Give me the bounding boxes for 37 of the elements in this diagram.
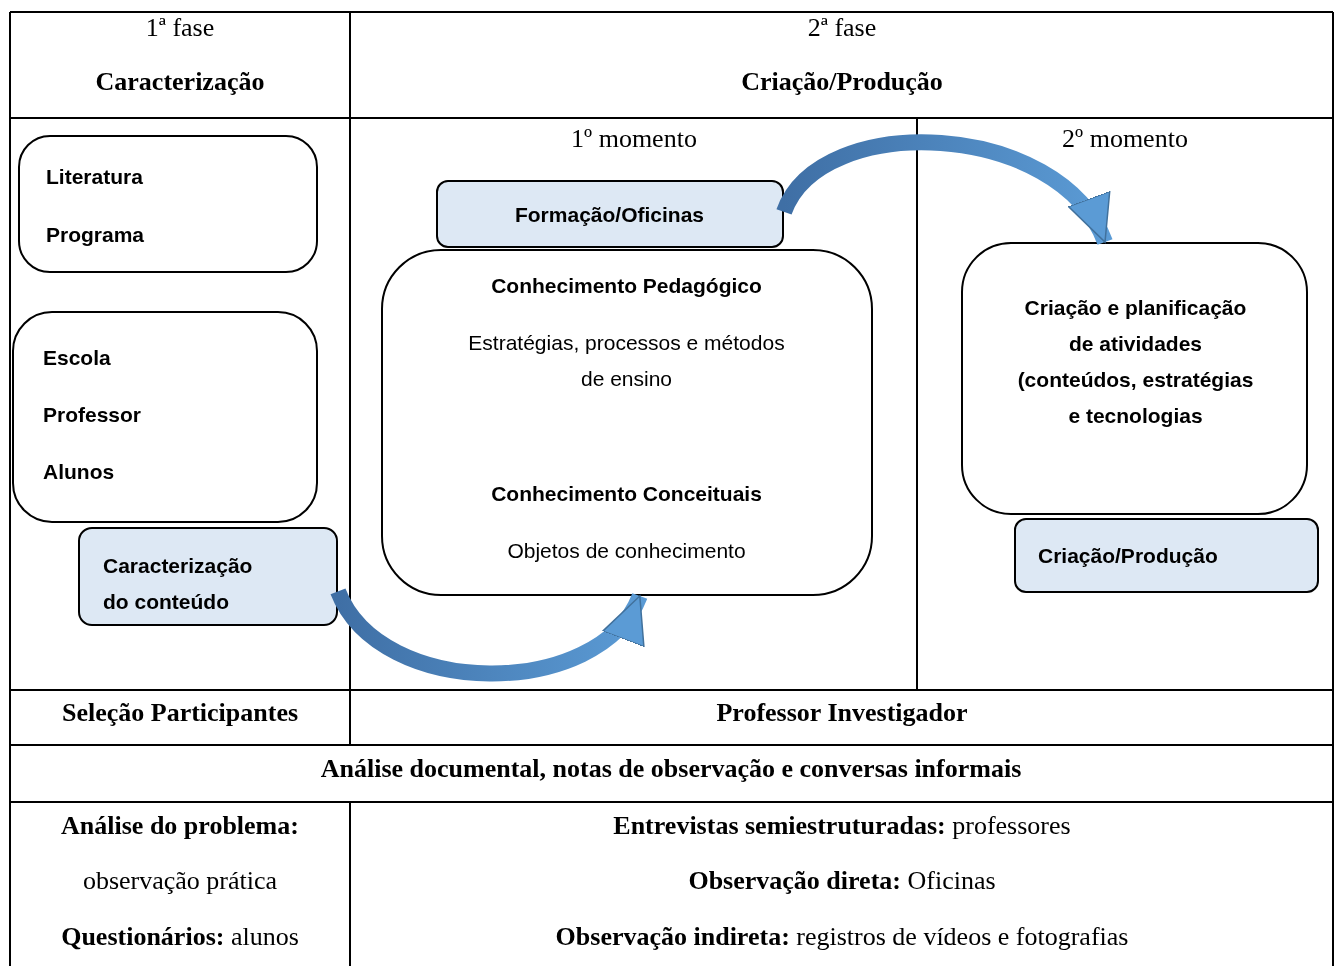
stage-heading: 1º momento <box>571 124 697 154</box>
rounded-box <box>12 311 318 523</box>
process-box <box>436 180 784 248</box>
node-title: Escola <box>43 345 112 371</box>
method-text: Observação indireta: registros de vídeos e fotografias <box>555 922 1129 952</box>
phase-heading: 2ª fase <box>807 13 877 43</box>
method-text: observação prática <box>82 866 278 896</box>
node-title: Professor <box>43 402 143 428</box>
column-heading: Caracterização <box>95 67 265 97</box>
rounded-box <box>381 249 873 596</box>
column-heading: Criação/Produção <box>741 67 943 97</box>
curved-arrow <box>331 587 647 682</box>
node-text: Objetos de conhecimento <box>506 538 747 564</box>
row-heading: Seleção Participantes <box>61 698 299 728</box>
node-text: Estratégias, processos e métodos de ensino <box>467 330 786 392</box>
method-text: Questionários: alunos <box>61 922 299 952</box>
process-box <box>78 527 338 626</box>
method-text: Análise do problema: <box>61 811 299 841</box>
node-title: Literatura <box>46 164 144 190</box>
node-title: Caracterização do conteúdo <box>103 553 254 615</box>
rounded-box <box>18 135 318 273</box>
row-heading: Análise documental, notas de observação e conversas informais <box>320 754 1022 784</box>
stage-heading: 2º momento <box>1062 124 1188 154</box>
node-title: Criação/Produção <box>1038 543 1219 569</box>
node-title: Conhecimento Conceituais <box>490 481 763 507</box>
row-heading: Professor Investigador <box>716 698 968 728</box>
node-title: Alunos <box>43 459 116 485</box>
method-text: Observação direta: Oficinas <box>688 866 996 896</box>
method-text: Entrevistas semiestruturadas: professores <box>613 811 1071 841</box>
rounded-box <box>961 242 1308 515</box>
node-title: Programa <box>46 222 146 248</box>
phase-heading: 1ª fase <box>145 13 215 43</box>
node-title: Conhecimento Pedagógico <box>490 273 763 299</box>
process-box <box>1014 518 1319 593</box>
curved-arrow <box>777 134 1113 246</box>
node-title: Formação/Oficinas <box>513 202 706 228</box>
node-title: Criação e planificação de atividades (conteúdos, estratégias e tecnologias <box>1016 295 1255 429</box>
